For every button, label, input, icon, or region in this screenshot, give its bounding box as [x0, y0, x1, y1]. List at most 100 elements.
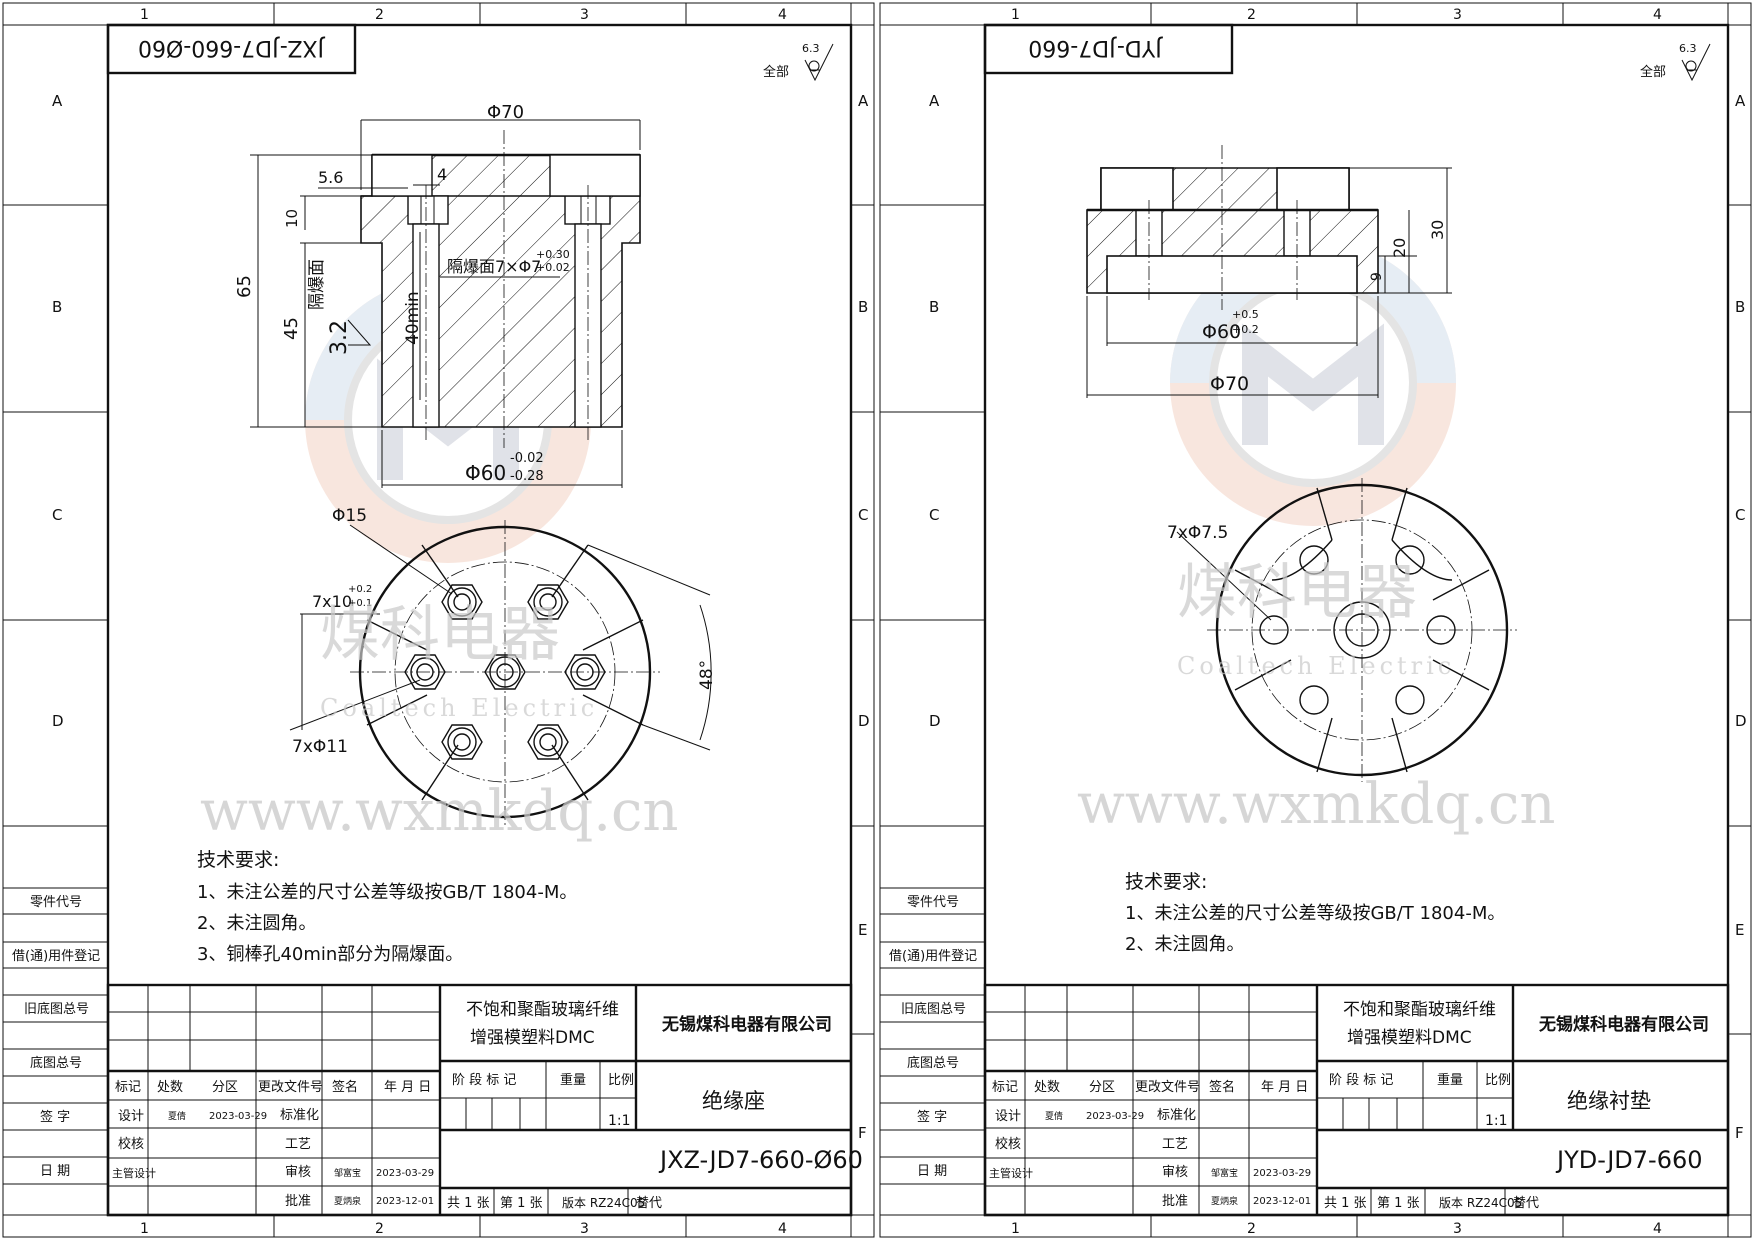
tb-hdr-date: 年 月 日: [384, 1080, 431, 1095]
zone-col-2-r: 2: [1247, 7, 1256, 23]
tb-stage-r: 阶 段 标 记: [1329, 1073, 1393, 1088]
wm-en-r: Coaltech Electric: [1177, 652, 1455, 680]
code-box-text-r: JYD-JD7-660: [1028, 35, 1163, 60]
tb-hdr-change: 更改文件号: [258, 1080, 323, 1095]
wm-cn: 煤科电器: [320, 600, 560, 670]
note-1: 1、未注公差的尺寸公差等级按GB/T 1804-M。: [197, 882, 577, 903]
code-box-text: JXZ-JD7-660-Ø60: [138, 35, 326, 60]
zone-row-d-rr: D: [1735, 712, 1747, 730]
tb-check: 校核: [118, 1136, 144, 1152]
zone-col-2b-r: 2: [1247, 1221, 1256, 1237]
zone-row-a-r: A: [858, 92, 869, 110]
side-base-no-r: 底图总号: [907, 1055, 959, 1071]
zone-row-d-rs: D: [929, 712, 941, 730]
wm-url: www.wxmkdq.cn: [200, 779, 678, 844]
zone-col-3b-r: 3: [1453, 1221, 1462, 1237]
zone-col-4b-r: 4: [1653, 1221, 1662, 1237]
tb-chief-r: 主管设计: [989, 1166, 1033, 1180]
zone-col-3b: 3: [580, 1221, 589, 1237]
side-base-no: 底图总号: [30, 1055, 82, 1071]
tb-version-r: 版本 RZ24C05: [1439, 1196, 1522, 1210]
tb-hdr-zone-r: 分区: [1089, 1080, 1115, 1095]
tb-drawing-no-r: JYD-JD7-660: [1555, 1146, 1703, 1174]
wm-en: Coaltech Electric: [320, 694, 598, 722]
tb-material-2: 增强模塑料DMC: [470, 1028, 595, 1048]
tb-hdr-mark: 标记: [115, 1080, 141, 1095]
tb-hdr-count-r: 处数: [1034, 1080, 1060, 1095]
tb-drawing-no: JXZ-JD7-660-Ø60: [658, 1146, 863, 1174]
tb-scale-r: 1:1: [1485, 1113, 1508, 1129]
roughness-label-r: 全部: [1640, 64, 1666, 80]
tb-weight-r: 重量: [1437, 1072, 1463, 1088]
tb-approve-sign: 夏炳泉: [334, 1195, 361, 1207]
tb-part-name: 绝缘座: [702, 1089, 765, 1113]
tb-part-name-r: 绝缘衬垫: [1567, 1089, 1651, 1113]
tb-scale-label: 比例: [608, 1073, 634, 1088]
tb-replace: 替代: [636, 1196, 662, 1211]
note-1-r: 1、未注公差的尺寸公差等级按GB/T 1804-M。: [1125, 903, 1505, 924]
zone-col-4-r: 4: [1653, 7, 1662, 23]
zone-row-c-rs: C: [929, 506, 939, 524]
tb-process: 工艺: [285, 1137, 311, 1152]
tb-design-date: 2023-03-29: [209, 1111, 267, 1122]
side-sign: 签 字: [40, 1109, 70, 1125]
dim-d60-up: -0.02: [510, 451, 544, 466]
tb-stage: 阶 段 标 记: [452, 1073, 516, 1088]
wm-cn-r: 煤科电器: [1177, 558, 1417, 628]
tb-hdr-change-r: 更改文件号: [1135, 1080, 1200, 1095]
side-part-code: 零件代号: [30, 895, 82, 910]
zone-col-3: 3: [580, 7, 589, 23]
dim-d20-r: 20: [1390, 238, 1409, 258]
tb-sheets: 共 1 张: [447, 1196, 490, 1211]
tb-hdr-sign: 签名: [332, 1079, 358, 1095]
dim-d10: 10: [283, 209, 301, 228]
tb-sheet-no: 第 1 张: [500, 1196, 543, 1211]
tb-approve-sign-r: 夏炳泉: [1211, 1195, 1238, 1207]
dim-d9-r: 9: [1369, 272, 1385, 281]
dim-d60-dn-r: +0.2: [1232, 323, 1259, 336]
zone-col-4b: 4: [778, 1221, 787, 1237]
zone-row-c-rr: C: [1735, 506, 1745, 524]
zone-row-a: A: [52, 92, 63, 110]
zone-row-b: B: [52, 298, 62, 316]
dim-d65: 65: [234, 275, 255, 298]
plan-view-right: 7xΦ7.5: [1167, 478, 1517, 782]
roughness-value-r: 6.3: [1679, 42, 1697, 55]
side-sign-r: 签 字: [917, 1109, 947, 1125]
dim-ang48: 48°: [697, 660, 717, 690]
zone-row-f-rr: F: [1735, 1124, 1744, 1142]
notes-title-r: 技术要求:: [1125, 871, 1207, 893]
tb-review-date: 2023-03-29: [376, 1168, 434, 1179]
hole-bottom-left: [441, 724, 483, 760]
tb-sheet-no-r: 第 1 张: [1377, 1196, 1420, 1211]
tb-review-r: 审核: [1162, 1165, 1188, 1180]
note-2: 2、未注圆角。: [197, 913, 316, 934]
zone-row-b-rs: B: [929, 298, 939, 316]
tb-material-2-r: 增强模塑料DMC: [1347, 1028, 1472, 1048]
tb-review: 审核: [285, 1165, 311, 1180]
dim-holes7-dn: +0.02: [536, 261, 570, 274]
roughness-label: 全部: [763, 64, 789, 80]
dim-7x10-dn: +0.1: [348, 598, 372, 609]
left-drawing-sheet: 1 2 3 4 1 2 3 4 A B C D A B C D E F 零件代号…: [2, 2, 875, 1238]
zone-col-1-r: 1: [1011, 7, 1020, 23]
note-2-r: 2、未注圆角。: [1125, 934, 1244, 955]
dim-d60: Φ60: [465, 461, 506, 485]
dim-min40: 40min: [403, 291, 423, 345]
tb-version: 版本 RZ24C05: [562, 1196, 645, 1210]
tb-design-sign-r: 夏倩: [1045, 1110, 1063, 1122]
tb-design-r: 设计: [995, 1109, 1021, 1124]
zone-row-c: C: [52, 506, 62, 524]
dim-7x11: 7xΦ11: [292, 737, 348, 757]
right-drawing-sheet: 1 2 3 4 1 2 3 4 A B C D A B C D E F 零件代号…: [879, 2, 1752, 1238]
zone-row-a-rr: A: [1735, 92, 1746, 110]
zone-col-3-r: 3: [1453, 7, 1462, 23]
roughness-value: 6.3: [802, 42, 820, 55]
dim-7x10: 7x10: [312, 592, 352, 611]
tb-material-1: 不饱和聚酯玻璃纤维: [466, 1000, 619, 1020]
side-old-no-r: 旧底图总号: [901, 1001, 966, 1017]
dim-d70-r: Φ70: [1210, 373, 1249, 395]
zone-row-d: D: [52, 712, 64, 730]
zone-col-1b-r: 1: [1011, 1221, 1020, 1237]
